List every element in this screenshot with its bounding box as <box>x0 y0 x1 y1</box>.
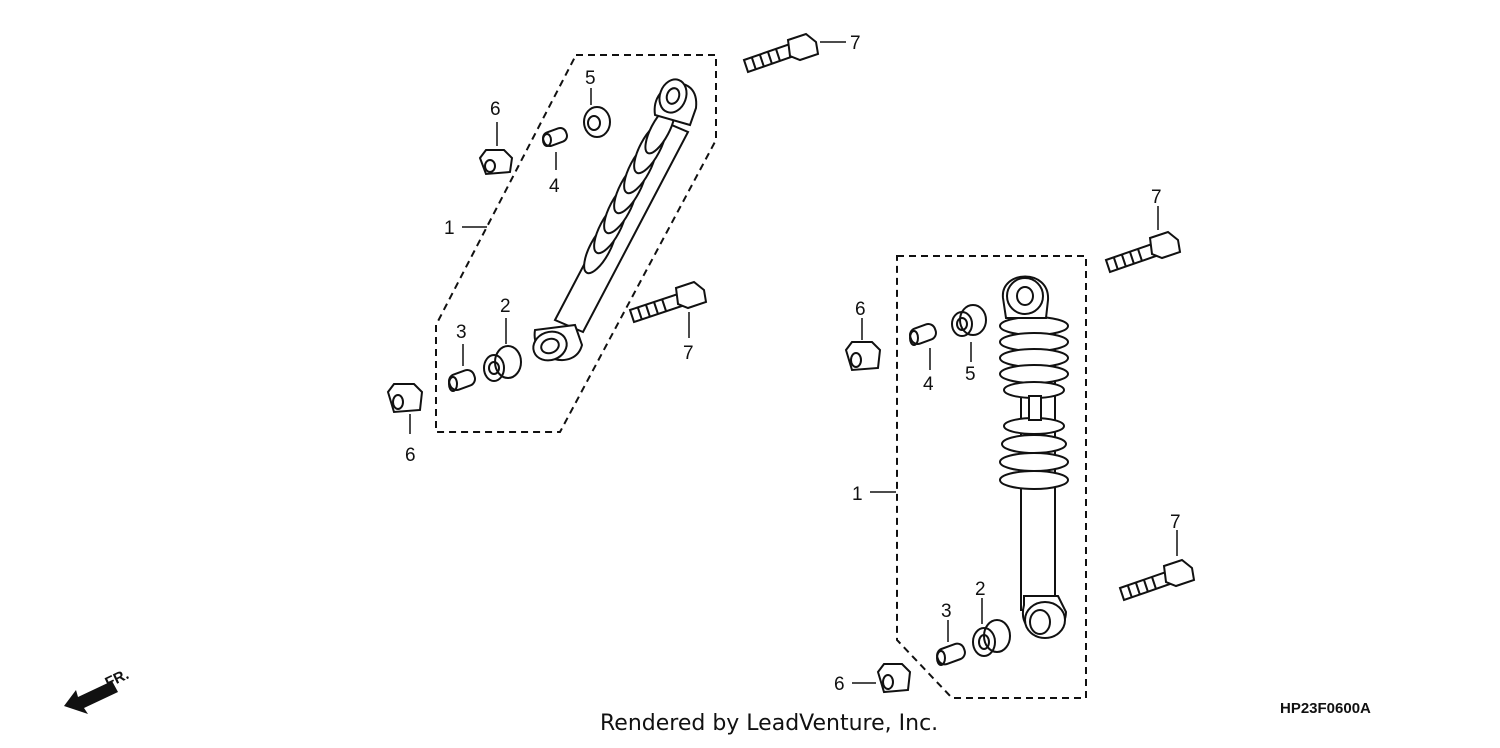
left-nut-upper <box>478 149 514 176</box>
callout-7a-left: 7 <box>850 33 861 54</box>
callout-4-left: 4 <box>549 176 560 197</box>
right-nut-upper <box>844 341 882 372</box>
front-direction-indicator: FR. <box>64 666 132 714</box>
right-assembly-frame <box>896 255 1087 699</box>
callout-6b-left: 6 <box>405 445 416 466</box>
callout-1-left: 1 <box>444 218 455 239</box>
callout-5-right: 5 <box>965 364 976 385</box>
callout-2-right: 2 <box>975 579 986 600</box>
left-collar-upper <box>542 127 568 147</box>
left-shock-assembly: 5 4 6 1 2 3 <box>386 32 861 466</box>
left-shock-absorber <box>532 78 698 362</box>
left-nut-lower <box>386 383 424 414</box>
left-bushing-lower <box>483 345 522 382</box>
left-bushing-upper <box>583 106 611 138</box>
right-shock-absorber <box>999 275 1069 639</box>
callout-7a-right: 7 <box>1151 187 1162 208</box>
callout-6a-left: 6 <box>490 99 501 120</box>
callout-6a-right: 6 <box>855 299 866 320</box>
callout-7b-right: 7 <box>1170 512 1181 533</box>
callout-3-right: 3 <box>941 601 952 622</box>
footer-credit: Rendered by LeadVenture, Inc. <box>600 711 938 736</box>
left-collar-lower <box>448 369 476 392</box>
diagram-code: HP23F0600A <box>1280 700 1371 717</box>
right-bushing-lower <box>972 619 1011 657</box>
right-collar-upper <box>909 323 937 346</box>
callout-3-left: 3 <box>456 322 467 343</box>
callout-4-right: 4 <box>923 374 934 395</box>
right-bushing-upper <box>951 304 987 337</box>
left-assembly-frame <box>435 54 717 433</box>
callout-7b-left: 7 <box>683 343 694 364</box>
callout-6b-right: 6 <box>834 674 845 695</box>
right-bolt-upper <box>1104 230 1182 274</box>
right-collar-lower <box>936 642 966 666</box>
callout-2-left: 2 <box>500 296 511 317</box>
left-bolt-upper <box>742 32 820 74</box>
front-arrow-icon <box>64 681 118 714</box>
callout-5-left: 5 <box>585 68 596 89</box>
left-bolt-lower <box>628 280 708 324</box>
right-nut-lower <box>876 663 912 694</box>
right-bolt-lower <box>1118 558 1196 602</box>
front-direction-label: FR. <box>103 666 132 692</box>
right-shock-assembly: 5 4 6 1 2 3 <box>834 187 1196 699</box>
callout-1-right: 1 <box>852 484 863 505</box>
